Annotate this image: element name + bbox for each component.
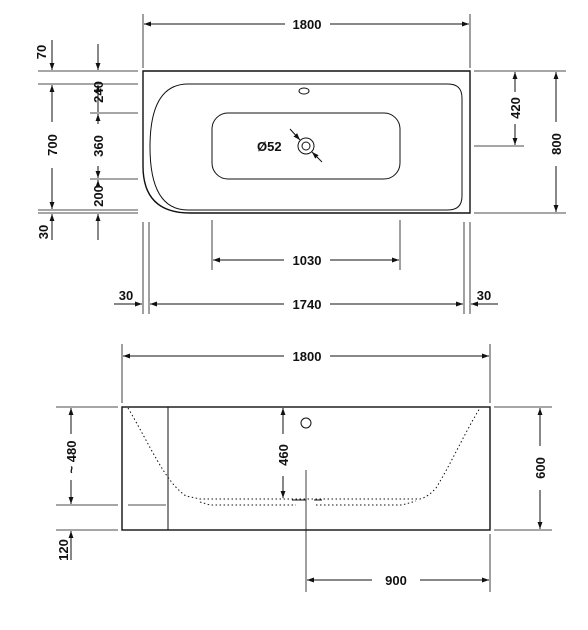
dim-overall-width-800: 800 bbox=[549, 133, 564, 155]
overflow-icon bbox=[300, 417, 312, 429]
dim-rim-240: 240 bbox=[91, 81, 106, 103]
dim-basin-360: 360 bbox=[91, 135, 106, 157]
dim-left-30: 30 bbox=[119, 288, 133, 303]
dim-inner-700: 700 bbox=[45, 134, 60, 156]
dim-overall-length: 1800 bbox=[293, 17, 322, 32]
dim-bottom-30: 30 bbox=[36, 225, 51, 239]
dim-inner-length-1740: 1740 bbox=[293, 297, 322, 312]
basin-floor bbox=[211, 112, 401, 180]
inner-rim bbox=[149, 83, 463, 211]
basin-profile bbox=[127, 407, 481, 500]
dim-basin-floor-1030: 1030 bbox=[293, 253, 322, 268]
dim-drain-offset-420: 420 bbox=[508, 97, 523, 119]
dim-height-600: 600 bbox=[533, 457, 548, 479]
dim-rim-200: 200 bbox=[91, 185, 106, 207]
dim-base-120: 120 bbox=[56, 539, 71, 561]
dim-drain-position-900: 900 bbox=[385, 573, 407, 588]
dim-rim-70: 70 bbox=[34, 45, 49, 59]
dim-right-30: 30 bbox=[477, 288, 491, 303]
drain-icon bbox=[289, 128, 323, 163]
overflow-icon bbox=[298, 87, 310, 95]
tub-outline bbox=[142, 70, 471, 214]
side-view: 1800 ~ 480 120 460 600 900 bbox=[56, 344, 552, 592]
drain-diameter-label: Ø52 bbox=[257, 139, 282, 154]
top-view: Ø52 1800 70 700 30 240 360 2 bbox=[34, 14, 566, 314]
dim-depth-480: ~ 480 bbox=[64, 441, 79, 474]
dim-water-depth-460: 460 bbox=[276, 444, 291, 466]
dim-side-overall-length: 1800 bbox=[293, 349, 322, 364]
